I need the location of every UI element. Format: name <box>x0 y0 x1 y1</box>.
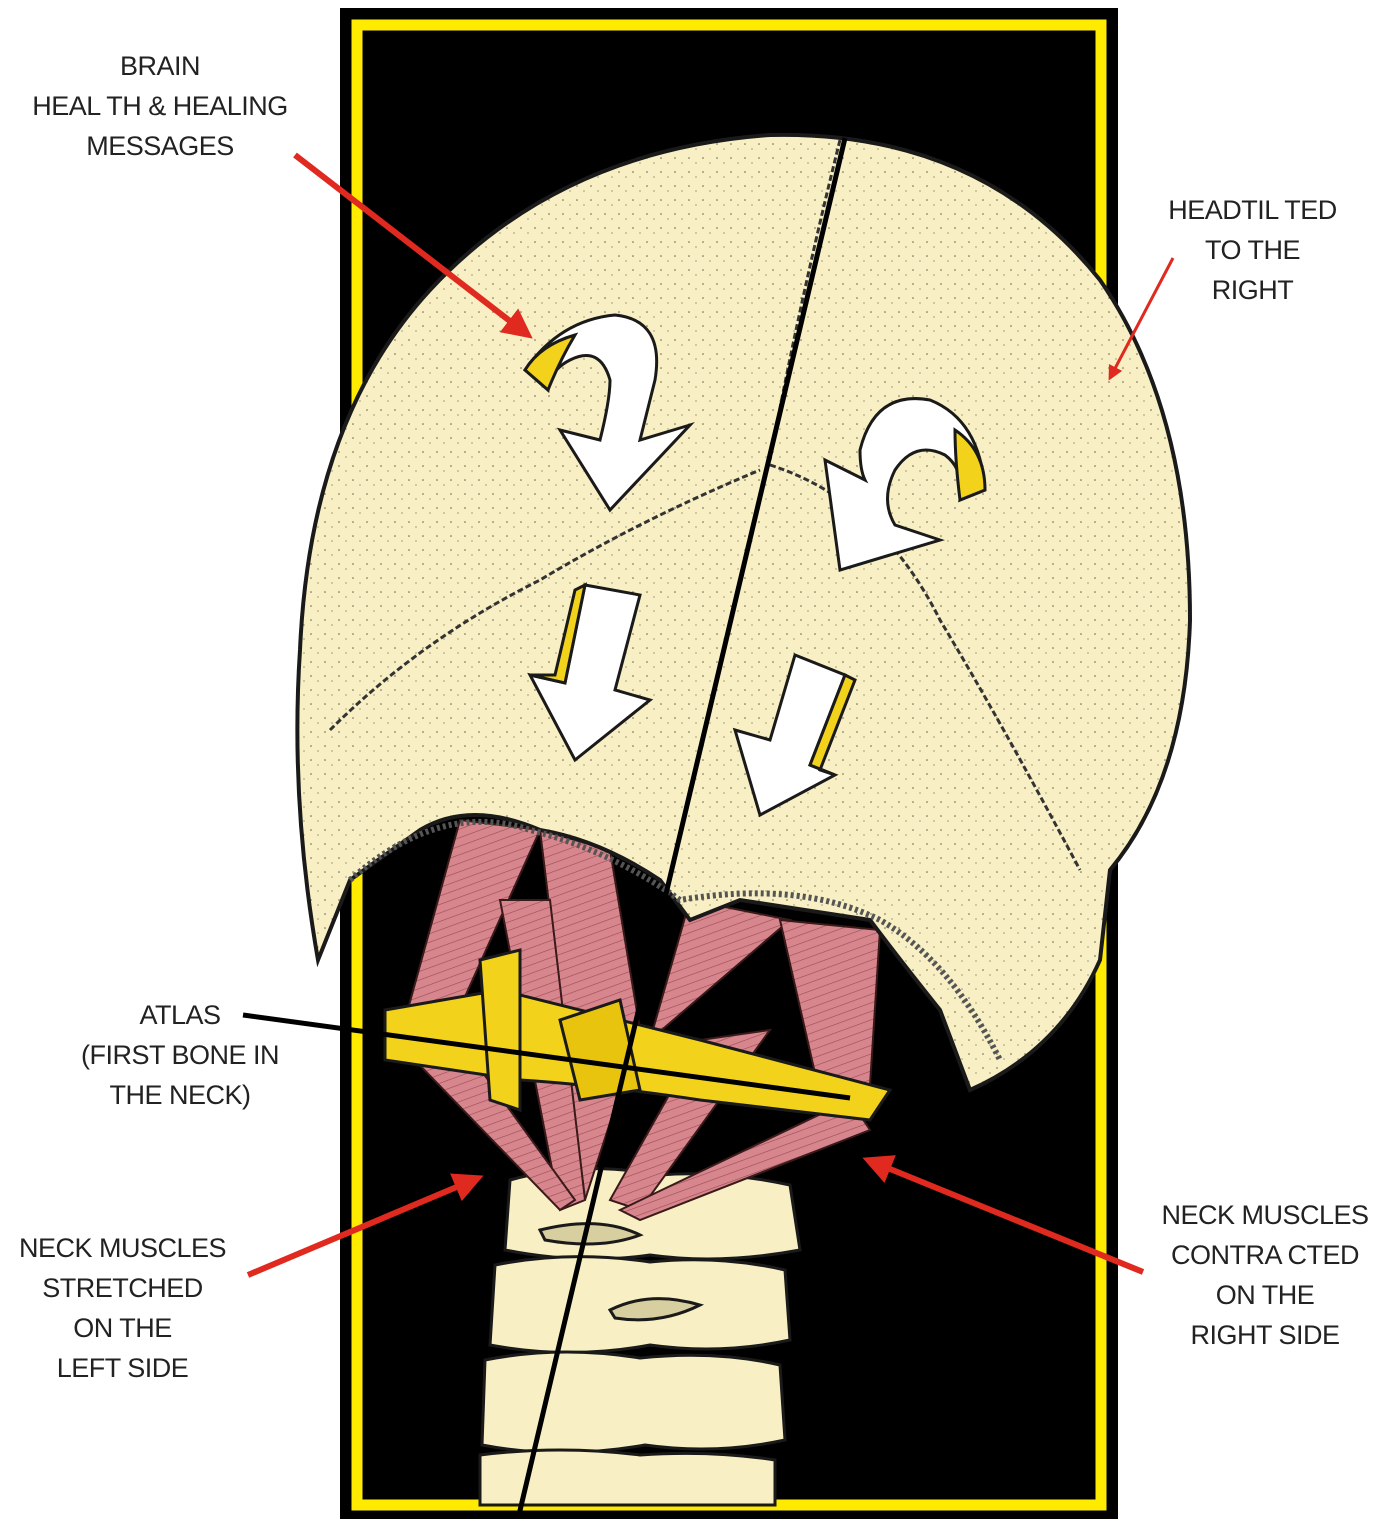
contracted-muscles-label: NECK MUSCLES CONTRA CTED ON THE RIGHT SI… <box>1145 1195 1385 1355</box>
label-line: ON THE <box>1145 1275 1385 1315</box>
label-line: ON THE <box>5 1308 240 1348</box>
label-line: BRAIN <box>10 46 310 86</box>
label-line: ATLAS <box>30 995 330 1035</box>
label-line: HEAL TH & HEALING <box>10 86 310 126</box>
brain-label: BRAIN HEAL TH & HEALING MESSAGES <box>10 46 310 166</box>
stretched-muscles-label: NECK MUSCLES STRETCHED ON THE LEFT SIDE <box>5 1228 240 1388</box>
label-line: (FIRST BONE IN <box>30 1035 330 1075</box>
label-line: NECK MUSCLES <box>1145 1195 1385 1235</box>
label-line: LEFT SIDE <box>5 1348 240 1388</box>
label-line: RIGHT <box>1130 270 1375 310</box>
label-line: THE NECK) <box>30 1075 330 1115</box>
head-tilted-label: HEADTIL TED TO THE RIGHT <box>1130 190 1375 310</box>
label-line: STRETCHED <box>5 1268 240 1308</box>
label-line: HEADTIL TED <box>1130 190 1375 230</box>
label-line: CONTRA CTED <box>1145 1235 1385 1275</box>
label-line: MESSAGES <box>10 126 310 166</box>
atlas-label: ATLAS (FIRST BONE IN THE NECK) <box>30 995 330 1115</box>
label-line: RIGHT SIDE <box>1145 1315 1385 1355</box>
label-line: TO THE <box>1130 230 1375 270</box>
label-line: NECK MUSCLES <box>5 1228 240 1268</box>
